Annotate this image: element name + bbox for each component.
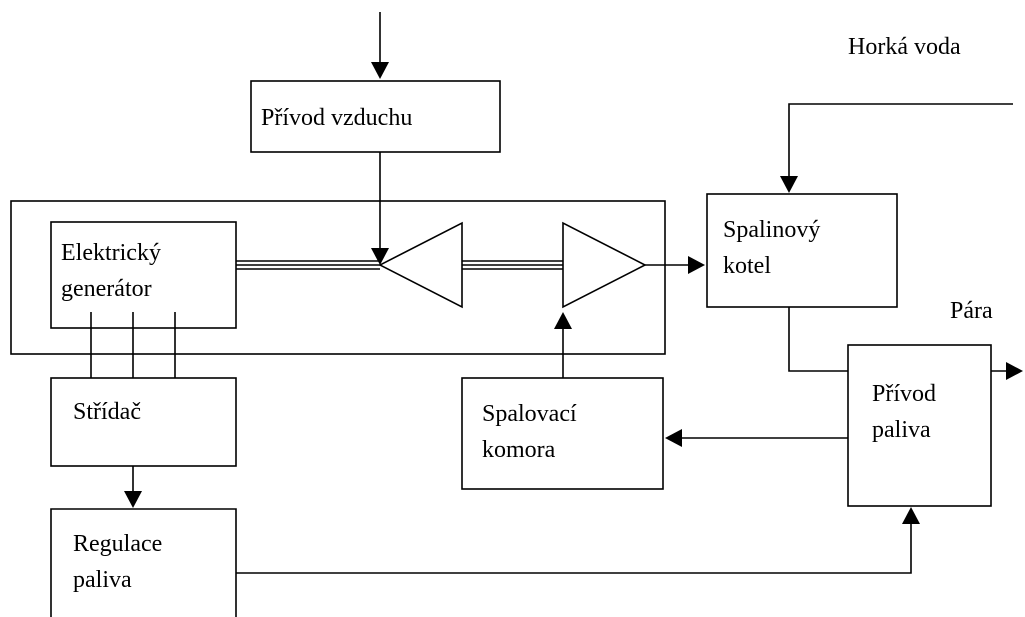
- combustion-to-turbine-arrowhead: [554, 312, 572, 329]
- combustion-chamber-box: [461, 377, 664, 490]
- hot-water-label: Horká voda: [848, 34, 961, 60]
- turbine-shape: [562, 221, 647, 309]
- fuel-control-label-line1: Regulace: [73, 531, 162, 557]
- fuel-supply-label-line2: paliva: [872, 417, 931, 443]
- hot-water-arrowhead: [780, 176, 798, 193]
- exhaust-boiler-box: [706, 193, 898, 308]
- control-to-fuel-supply-line: [236, 520, 912, 574]
- compressor-shape: [378, 221, 463, 309]
- boiler-label-line2: kotel: [723, 253, 771, 279]
- fuel-supply-box: [847, 344, 992, 507]
- control-to-fuel-supply-arrowhead: [902, 507, 920, 524]
- inverter-box: [50, 377, 237, 467]
- combustion-label-line1: Spalovací: [482, 401, 577, 427]
- generator-label-line2: generátor: [61, 276, 152, 302]
- exhaust-arrowhead: [688, 256, 705, 274]
- steam-label: Pára: [950, 298, 993, 324]
- fuel-control-label-line2: paliva: [73, 567, 132, 593]
- air-intake-label: Přívod vzduchu: [261, 105, 412, 131]
- fuel-to-combustion-arrowhead: [665, 429, 682, 447]
- steam-arrowhead: [1006, 362, 1023, 380]
- generator-label-line1: Elektrický: [61, 240, 161, 266]
- inverter-to-control-arrowhead: [124, 491, 142, 508]
- turbine-assembly-frame: [10, 200, 666, 355]
- air-inflow-arrowhead: [371, 62, 389, 79]
- fuel-control-box: [50, 508, 237, 617]
- inverter-label: Střídač: [73, 399, 141, 425]
- air-feed-arrowhead: [371, 248, 389, 265]
- air-intake-box: [250, 80, 501, 153]
- electric-generator-box: [50, 221, 237, 329]
- boiler-label-line1: Spalinový: [723, 217, 820, 243]
- combustion-label-line2: komora: [482, 437, 556, 463]
- hot-water-line: [788, 103, 1013, 180]
- fuel-supply-label-line1: Přívod: [872, 381, 936, 407]
